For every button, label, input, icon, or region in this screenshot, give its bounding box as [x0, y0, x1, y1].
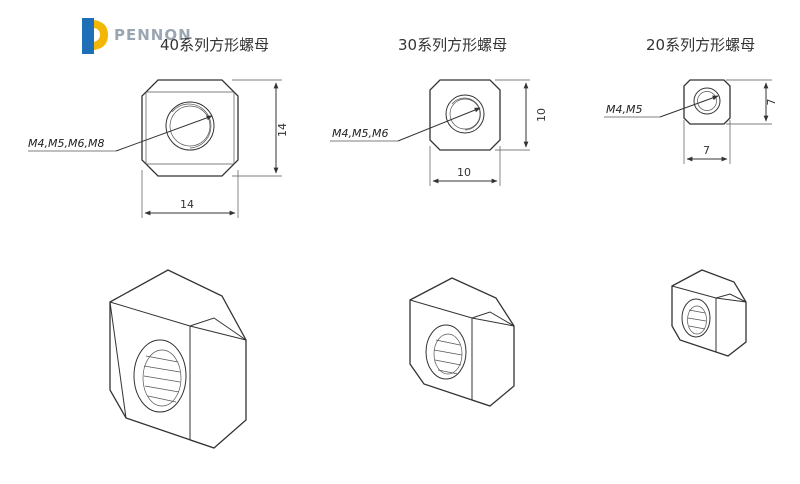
series-30-thread-label: M4,M5,M6 [332, 127, 388, 140]
series-20-width-label: 7 [703, 144, 710, 157]
series-30-height-label: 10 [535, 108, 548, 122]
series-40-title: 40系列方形螺母 [160, 36, 269, 54]
series-20-thread-label: M4,M5 [606, 103, 642, 116]
series-20-isometric [671, 269, 747, 357]
series-40-width-label: 14 [180, 198, 194, 211]
series-40-thread-label: M4,M5,M6,M8 [28, 137, 104, 150]
series-20-title: 20系列方形螺母 [646, 36, 755, 54]
series-40-isometric [109, 269, 247, 449]
series-20-drawing: 20系列方形螺母 7 7 M4,M5 [604, 36, 778, 357]
series-30-isometric [409, 277, 515, 407]
brand-logo: PENNON [82, 18, 192, 54]
series-30-title-text: 30系列方形螺母 [398, 36, 507, 54]
series-40-height-label: 14 [276, 123, 289, 137]
series-30-width-label: 10 [457, 166, 471, 179]
series-40-drawing: 40系列方形螺母 14 14 M4,M5,M6,M8 [28, 36, 289, 449]
series-30-drawing: 30系列方形螺母 10 10 M4,M5,M6 [330, 36, 548, 407]
series-20-height-label: 7 [765, 99, 778, 106]
logo-bar-icon [82, 18, 94, 54]
logo-curve-icon [94, 20, 108, 50]
logo-text: PENNON [114, 26, 192, 44]
